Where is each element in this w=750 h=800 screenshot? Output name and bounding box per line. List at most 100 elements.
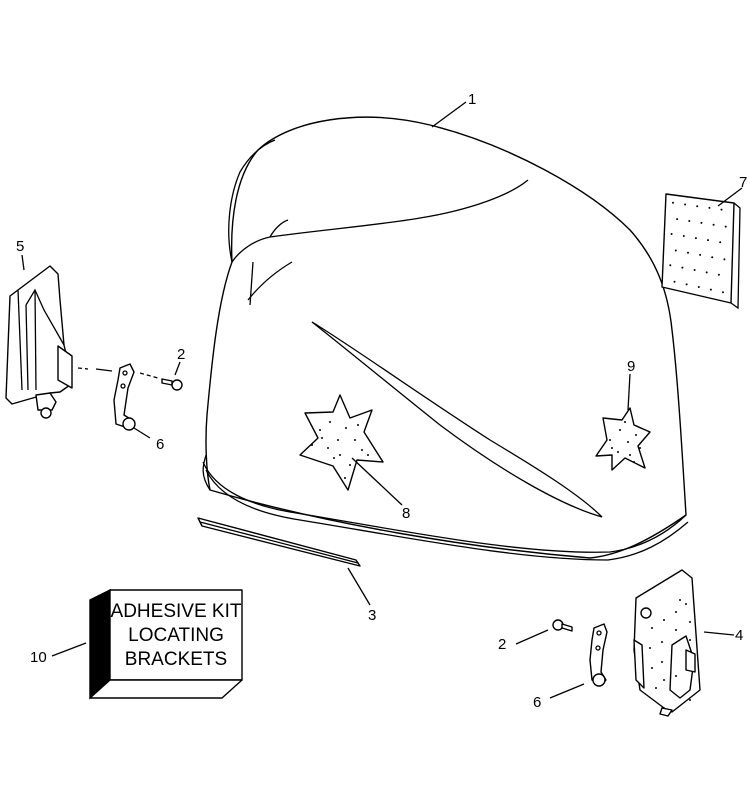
callout-9: 9: [627, 358, 635, 375]
texture-dot: [629, 454, 631, 456]
texture-dot: [635, 434, 637, 436]
texture-dot: [617, 451, 619, 453]
callout-7: 7: [739, 174, 747, 191]
texture-dot: [651, 627, 653, 629]
texture-dot: [679, 599, 681, 601]
texture-dot: [682, 235, 685, 237]
texture-dot: [722, 291, 724, 294]
texture-dot: [685, 603, 687, 605]
texture-dot: [697, 286, 700, 288]
texture-dot: [694, 237, 697, 240]
texture-dot: [633, 461, 635, 463]
kit-box-line-1: ADHESIVE KIT: [111, 601, 242, 622]
texture-dot: [712, 223, 715, 226]
kit-box-10: ADHESIVE KIT LOCATING BRACKETS: [89, 588, 243, 700]
callout-5: 5: [16, 238, 24, 255]
texture-dot: [670, 233, 673, 235]
kit-box-line-3: BRACKETS: [125, 649, 227, 670]
texture-dot: [661, 641, 663, 643]
texture-dot: [674, 249, 677, 252]
callout-4: 4: [735, 627, 743, 644]
texture-dot: [672, 201, 674, 204]
texture-dot: [663, 619, 665, 621]
texture-dot: [354, 439, 356, 441]
texture-dot: [649, 647, 651, 649]
top-cowl: [202, 116, 689, 561]
star-decal-8: [299, 394, 384, 491]
texture-dot: [349, 464, 351, 466]
texture-dot: [709, 288, 712, 291]
texture-dot: [696, 205, 699, 208]
texture-dot: [689, 621, 691, 623]
texture-dot: [609, 439, 611, 441]
bracket-plate-4: [633, 569, 701, 717]
texture-dot: [655, 687, 657, 689]
texture-dot: [319, 429, 321, 431]
texture-dot: [651, 667, 653, 669]
texture-dot: [333, 457, 335, 459]
texture-dot: [619, 429, 621, 431]
texture-dot: [675, 629, 677, 631]
callout-10: 10: [30, 649, 47, 666]
texture-dot: [720, 208, 723, 211]
screw-2-right: [552, 619, 573, 632]
texture-dot: [357, 424, 359, 426]
texture-dot: [719, 241, 722, 244]
texture-dot: [675, 611, 677, 613]
texture-dot: [724, 225, 727, 228]
texture-dot: [717, 273, 720, 276]
texture-dot: [344, 477, 346, 479]
texture-dot: [681, 266, 684, 269]
callout-3: 3: [368, 607, 376, 624]
texture-dot: [339, 454, 341, 456]
texture-dot: [361, 449, 363, 451]
texture-dot: [627, 441, 629, 443]
star-decal-9: [595, 407, 651, 471]
square-decal-7: [661, 193, 741, 310]
callout-2-left: 2: [177, 346, 185, 363]
mount-bracket-5: [5, 265, 73, 419]
texture-dot: [705, 271, 708, 274]
texture-dot: [676, 218, 679, 221]
texture-dot: [673, 280, 676, 283]
texture-dot: [699, 253, 702, 256]
leader-lines: [21, 101, 743, 699]
texture-dot: [684, 203, 687, 206]
texture-dot: [723, 258, 726, 261]
clip-6-left: [113, 363, 136, 431]
texture-dot: [624, 421, 626, 423]
texture-dot: [711, 256, 714, 259]
texture-dot: [708, 206, 711, 209]
texture-dot: [345, 427, 347, 429]
texture-dot: [685, 283, 688, 286]
texture-dot: [367, 454, 369, 456]
texture-dot: [688, 220, 691, 222]
texture-dot: [321, 437, 323, 439]
texture-dot: [611, 447, 613, 449]
callout-6-right: 6: [533, 694, 541, 711]
seal-strip-3: [197, 517, 361, 567]
texture-dot: [693, 269, 696, 271]
screw-2-left: [161, 378, 183, 391]
texture-dot: [669, 264, 672, 267]
callouts: 1 7 5 2 6 9 8 3 4 2 6 10: [16, 91, 747, 711]
texture-dot: [663, 679, 665, 681]
texture-dot: [311, 444, 313, 446]
texture-dot: [675, 675, 677, 677]
texture-dot: [689, 699, 691, 701]
clip-6-right: [589, 623, 608, 687]
texture-dot: [329, 421, 331, 423]
texture-dot: [687, 251, 689, 254]
texture-dot: [707, 239, 709, 242]
callout-8: 8: [402, 505, 410, 522]
texture-dot: [327, 447, 329, 449]
callout-2-right: 2: [498, 636, 506, 653]
kit-box-line-2: LOCATING: [128, 625, 224, 646]
texture-dot: [700, 221, 703, 224]
texture-dot: [337, 439, 339, 441]
texture-dot: [689, 639, 691, 641]
texture-dot: [661, 661, 663, 663]
callout-6-left: 6: [156, 436, 164, 453]
texture-dot: [639, 447, 641, 449]
